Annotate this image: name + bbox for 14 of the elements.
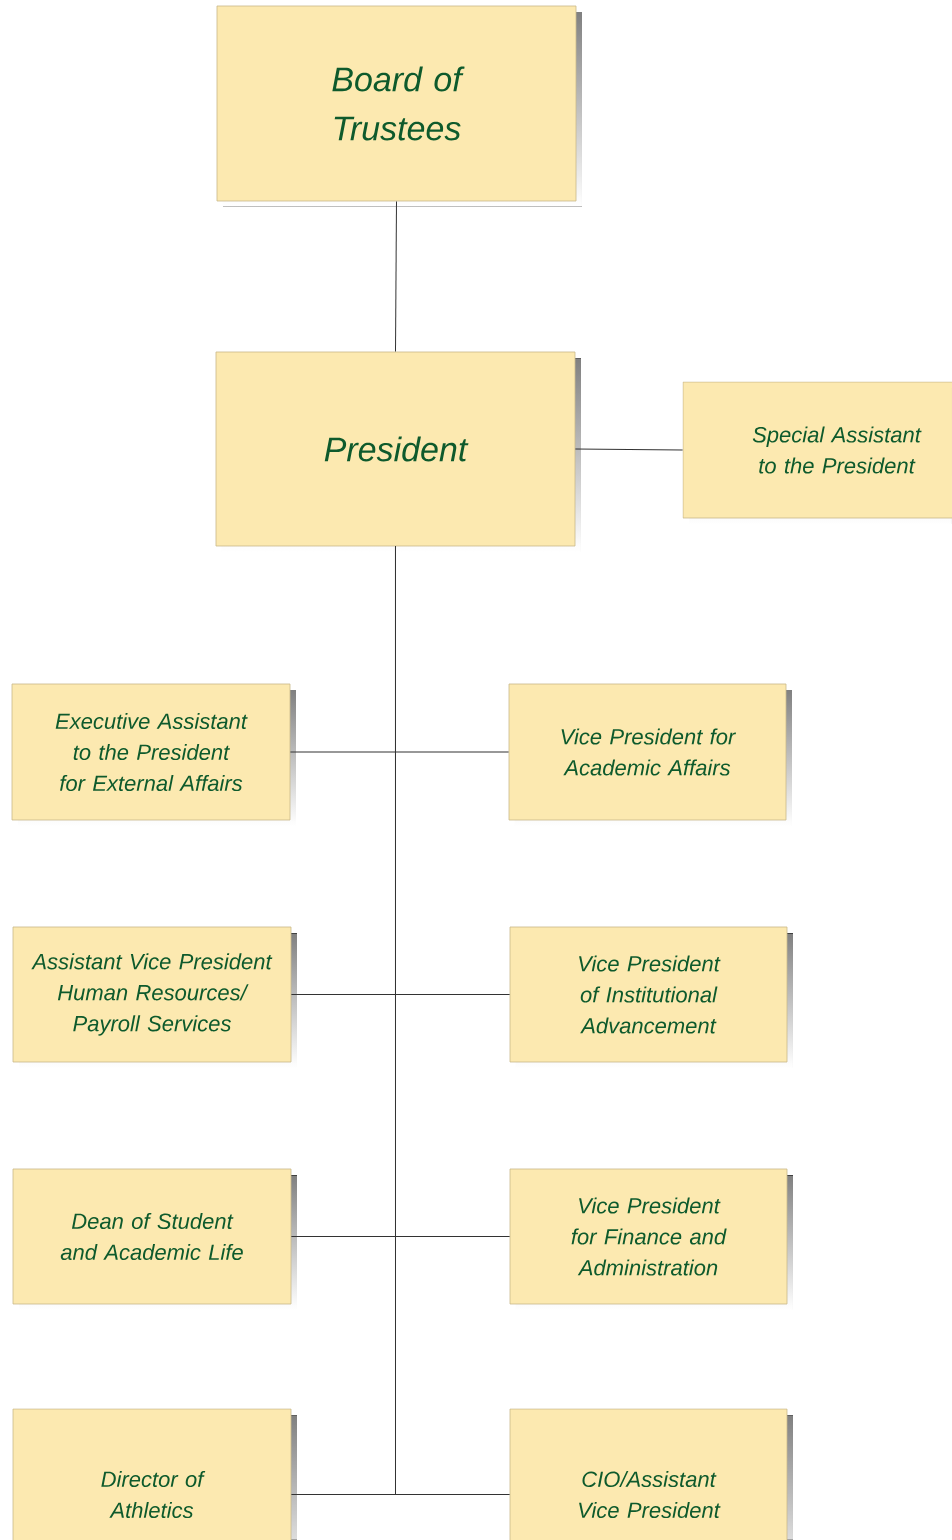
org-box: Dean of Student and Academic Life xyxy=(12,1168,297,1310)
org-box: Vice President for Academic Affairs xyxy=(508,683,792,826)
connector-line xyxy=(574,448,684,451)
org-box: Board of Trustees xyxy=(216,5,582,207)
org-box: Executive Assistant to the President for External Affairs xyxy=(11,683,296,826)
connector-line xyxy=(395,200,397,353)
org-box: CIO/Assistant Vice President xyxy=(509,1408,793,1540)
org-box: Vice President of Institutional Advancement xyxy=(509,926,793,1068)
org-box: Special Assistant to the President xyxy=(682,381,952,524)
connector-line xyxy=(395,545,511,1495)
org-box: President xyxy=(215,351,581,552)
org-box: Vice President for Finance and Administration xyxy=(509,1168,793,1310)
org-box: Director of Athletics xyxy=(12,1408,297,1540)
org-box: Assistant Vice President Human Resources/ Payroll Services xyxy=(12,926,297,1068)
